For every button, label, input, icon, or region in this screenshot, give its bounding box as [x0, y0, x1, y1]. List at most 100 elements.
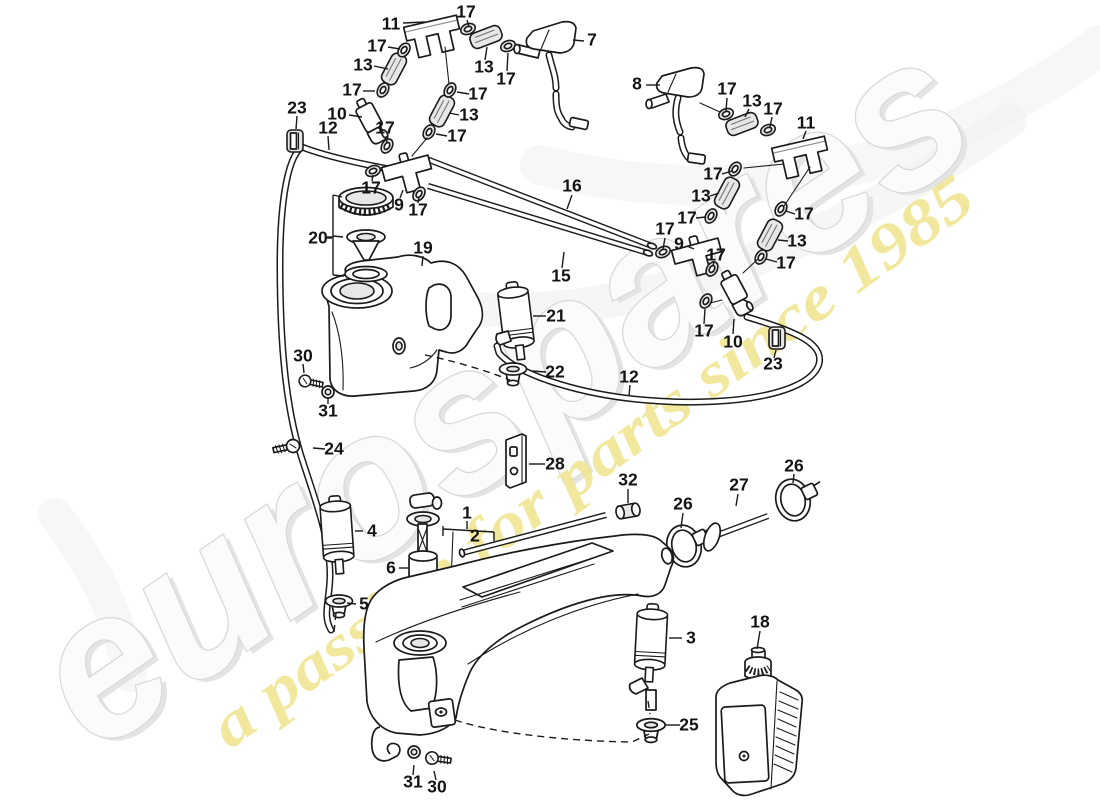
callout-leader-11: [402, 21, 426, 24]
part-callout-11: 11: [797, 113, 816, 133]
callout-leader-12: [628, 384, 631, 397]
callout-leader-7: [572, 39, 585, 42]
diagram-art: [271, 14, 833, 797]
callout-leader-15: [561, 251, 565, 269]
callout-leader-13: [744, 108, 750, 118]
part-callout-13: 13: [787, 231, 807, 251]
part-callout-17: 17: [367, 36, 386, 56]
callout-leader-17: [435, 133, 448, 137]
callout-leader-30: [433, 770, 437, 781]
assembly-dash-pump3: [647, 700, 651, 715]
part-callout-2: 2: [470, 526, 480, 546]
callout-leader-30: [302, 363, 305, 374]
hose-clamp-26-right: [770, 471, 829, 526]
part-callout-17: 17: [677, 208, 696, 228]
screw-30-lower: [424, 750, 453, 768]
part-callout-11: 11: [382, 14, 401, 34]
part-callout-4: 4: [367, 521, 377, 541]
bracket-28: [505, 433, 527, 489]
assembly-dash-25: [454, 719, 650, 743]
hose-12-left: [276, 143, 412, 634]
part-callout-25: 25: [679, 715, 699, 735]
part-callout-5: 5: [359, 594, 369, 614]
callout-leader-10: [732, 318, 735, 335]
part-callout-13: 13: [474, 57, 494, 77]
part-callout-17: 17: [763, 99, 782, 119]
pipe-15: [427, 183, 654, 257]
part-callout-17: 17: [447, 126, 466, 146]
pump-21-elbow: [495, 330, 512, 346]
part-callout-17: 17: [794, 204, 813, 224]
hose-13: [426, 92, 458, 130]
watermark-brand-text: eurospares: [0, 0, 1011, 793]
seal-ring: [344, 265, 388, 283]
bracket-20-lines: [327, 194, 345, 277]
t-connector-11-left: [402, 14, 465, 61]
callout-leader-13: [448, 112, 460, 116]
connector-line: [411, 137, 428, 157]
callout-leader-23: [773, 349, 777, 359]
connector-line: [444, 46, 450, 85]
fluid-bottle-18: [715, 646, 804, 797]
part-callout-9: 9: [674, 234, 684, 254]
part-callout-20: 20: [308, 228, 328, 248]
pump-3-outlet: [645, 689, 657, 711]
part-callout-18: 18: [750, 612, 770, 632]
part-callout-17: 17: [655, 219, 674, 239]
part-callout-30: 30: [293, 346, 313, 366]
grommet-25: [635, 717, 667, 744]
callout-leader-17: [769, 116, 773, 128]
part-callout-21: 21: [546, 306, 566, 326]
part-callout-17: 17: [468, 84, 487, 104]
lower-reservoir-tank: [362, 533, 675, 736]
part-callout-12: 12: [619, 367, 639, 387]
callout-leader-17: [721, 170, 733, 175]
part-callout-17: 17: [694, 321, 713, 341]
callout-leader-17: [662, 237, 666, 250]
part-callout-28: 28: [545, 454, 565, 474]
callout-leader-17: [506, 52, 509, 72]
callout-leader-17: [466, 19, 470, 28]
connector-line: [743, 163, 785, 169]
callout-leader-12: [327, 135, 330, 151]
callout-leader-9: [686, 245, 695, 250]
callout-leader-16: [566, 194, 573, 210]
part-callout-23: 23: [287, 98, 307, 118]
part-callout-19: 19: [413, 238, 433, 258]
part-callout-8: 8: [632, 74, 642, 94]
callout-leader-26: [792, 473, 795, 484]
part-callout-24: 24: [324, 439, 344, 459]
callout-leader-17: [712, 260, 715, 267]
callout-leader-19: [421, 255, 424, 267]
callout-leader-18: [756, 630, 761, 650]
part-callout-17: 17: [703, 164, 722, 184]
part-callout-10: 10: [327, 104, 347, 124]
callout-leader-23: [295, 115, 298, 130]
connector-line: [783, 166, 811, 207]
callout-leader-13: [777, 239, 789, 242]
part-callout-17: 17: [456, 2, 475, 22]
callout-leader-17: [371, 174, 374, 182]
tank-foot-clip: [370, 726, 401, 762]
callout-leader-27: [735, 493, 739, 507]
watermark-swoosh-left: [38, 498, 147, 692]
part-callout-27: 27: [729, 475, 748, 495]
watermark-swoosh-right: [520, 25, 1100, 205]
callout-leader-17: [387, 46, 401, 50]
reservoir-19: [321, 254, 484, 397]
connector-line: [699, 102, 721, 113]
part-callout-17: 17: [706, 245, 725, 265]
part-callout-17: 17: [776, 253, 795, 273]
callout-leader-31: [412, 764, 415, 776]
part-callout-17: 17: [361, 178, 380, 198]
callout-leader-26: [680, 512, 684, 529]
callout-leader-10: [348, 114, 363, 118]
reservoir-cap-17: [338, 186, 394, 216]
pump-3-elbow: [628, 677, 649, 695]
clip-23-left: [286, 129, 304, 153]
part-callout-22: 22: [545, 362, 565, 382]
washer-pump-3: [632, 602, 669, 684]
